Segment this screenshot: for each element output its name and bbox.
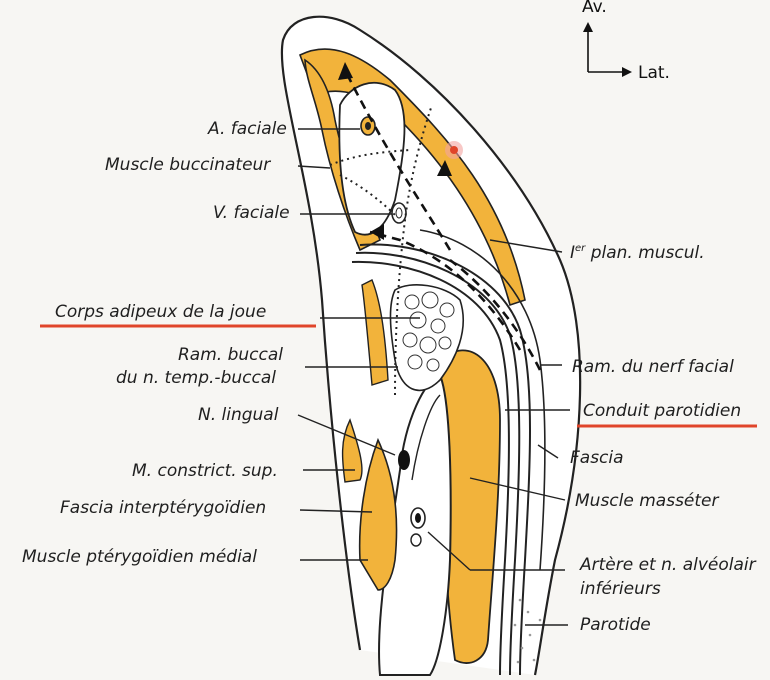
label-ram-buccal-1: Ram. buccal bbox=[178, 345, 283, 365]
buccal-fat-pad bbox=[389, 284, 464, 392]
fascia-arc-1 bbox=[359, 243, 531, 676]
parotid-stipple bbox=[513, 598, 542, 664]
label-fascia: Fascia bbox=[570, 448, 624, 468]
facial-artery bbox=[360, 116, 376, 136]
fascia-arc-2 bbox=[355, 251, 521, 676]
fascia-arc-outer bbox=[419, 229, 546, 571]
label-artere-2: inférieurs bbox=[580, 579, 661, 599]
axis-anterior-label: Av. bbox=[582, 0, 607, 17]
pointer-marker bbox=[445, 141, 463, 159]
label-plan-muscul: Ier plan. muscul. bbox=[570, 243, 705, 263]
nerve-dashed-paths bbox=[343, 69, 542, 371]
facial-vein bbox=[391, 202, 407, 224]
nerve-dotted-paths bbox=[329, 104, 433, 396]
label-conduit-parotidien: Conduit parotidien bbox=[583, 401, 741, 421]
label-muscle-buccinateur: Muscle buccinateur bbox=[105, 155, 271, 175]
fascia-arc-3 bbox=[351, 260, 510, 676]
arrow-heads bbox=[338, 62, 452, 240]
label-fascia-interpterygoidien: Fascia interptérygoïdien bbox=[60, 498, 266, 518]
orientation-axes bbox=[583, 22, 632, 77]
lingual-nerve bbox=[398, 450, 410, 470]
constrictor-muscle bbox=[361, 279, 389, 386]
label-a-faciale: A. faciale bbox=[207, 119, 287, 139]
axis-lateral-label: Lat. bbox=[638, 63, 670, 83]
label-n-lingual: N. lingual bbox=[198, 405, 279, 425]
label-ram-buccal-2: du n. temp.-buccal bbox=[116, 368, 276, 388]
label-m-constrict: M. constrict. sup. bbox=[132, 461, 278, 481]
label-muscle-pterygoidien: Muscle ptérygoïdien médial bbox=[22, 547, 257, 567]
label-muscle-masseter: Muscle masséter bbox=[575, 491, 720, 511]
label-v-faciale: V. faciale bbox=[213, 203, 290, 223]
label-corps-adipeux: Corps adipeux de la joue bbox=[55, 302, 266, 322]
oral-vestibule bbox=[338, 81, 406, 236]
mandible-inner-line bbox=[411, 394, 441, 481]
label-artere-1: Artère et n. alvéolair bbox=[579, 555, 757, 575]
label-ram-nerf-facial: Ram. du nerf facial bbox=[572, 357, 734, 377]
label-parotide: Parotide bbox=[580, 615, 651, 635]
medial-pterygoid-muscle bbox=[358, 437, 398, 591]
leader-lines bbox=[297, 128, 570, 626]
inferior-alveolar-bundle bbox=[410, 507, 426, 547]
